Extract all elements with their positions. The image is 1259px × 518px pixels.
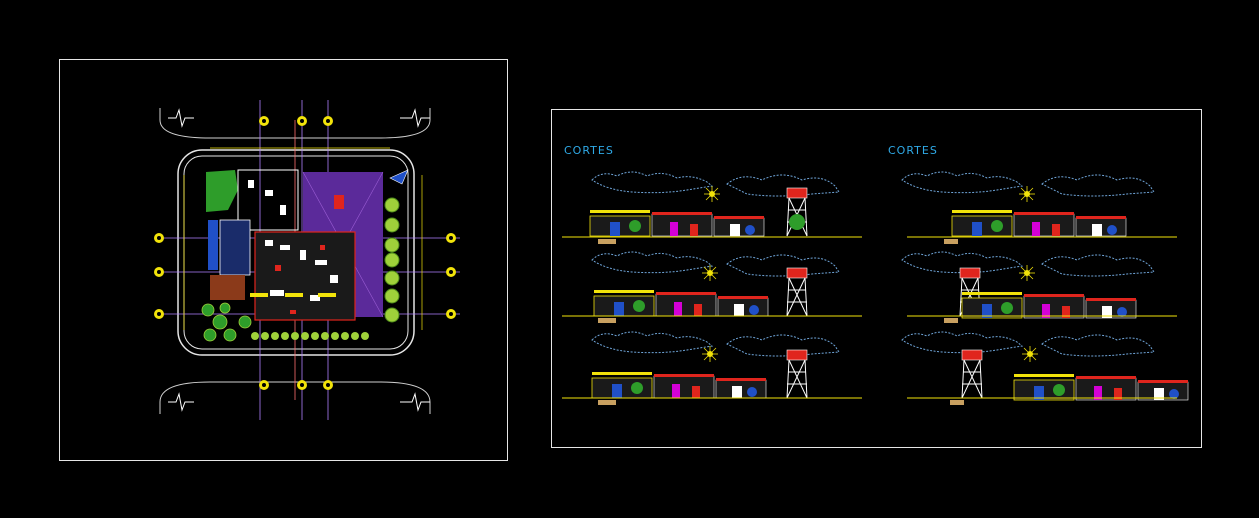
building-block	[237, 169, 299, 231]
plan-sheet-frame	[59, 59, 508, 461]
interior-furniture	[248, 180, 338, 301]
section-row-right-1	[901, 171, 1177, 244]
red-furniture	[275, 245, 325, 314]
building-block	[254, 231, 356, 321]
sections-label-left: CORTES	[564, 144, 614, 157]
sections-label-right: CORTES	[888, 144, 938, 157]
dimension-ticks	[183, 147, 423, 330]
break-mark-icon	[168, 108, 194, 128]
sections-sheet-frame: CORTES CORTES	[551, 109, 1202, 448]
tree-row-icon	[384, 197, 400, 323]
tree-cluster-icon	[201, 302, 252, 342]
lane-strip	[208, 220, 218, 270]
tree-row-bottom-icon	[251, 332, 369, 340]
red-feature	[334, 195, 344, 209]
building-block	[219, 219, 251, 276]
sections-drawing	[562, 171, 1189, 405]
site-outer-boundary	[177, 149, 415, 356]
section-row-left-1	[562, 171, 862, 244]
section-row-right-3	[901, 331, 1189, 405]
ramp-area	[210, 275, 245, 300]
grid-bubble-center	[157, 119, 453, 387]
north-arrow-icon	[389, 169, 409, 185]
site-plan-drawing	[154, 100, 460, 420]
section-row-right-2	[901, 251, 1177, 323]
yellow-elements	[250, 293, 336, 297]
section-row-left-2	[562, 251, 862, 323]
break-mark-icon	[168, 392, 194, 412]
break-mark-icon	[400, 108, 430, 128]
garden-area	[206, 170, 238, 212]
section-row-left-3	[562, 331, 862, 405]
break-mark-icon	[400, 392, 430, 412]
